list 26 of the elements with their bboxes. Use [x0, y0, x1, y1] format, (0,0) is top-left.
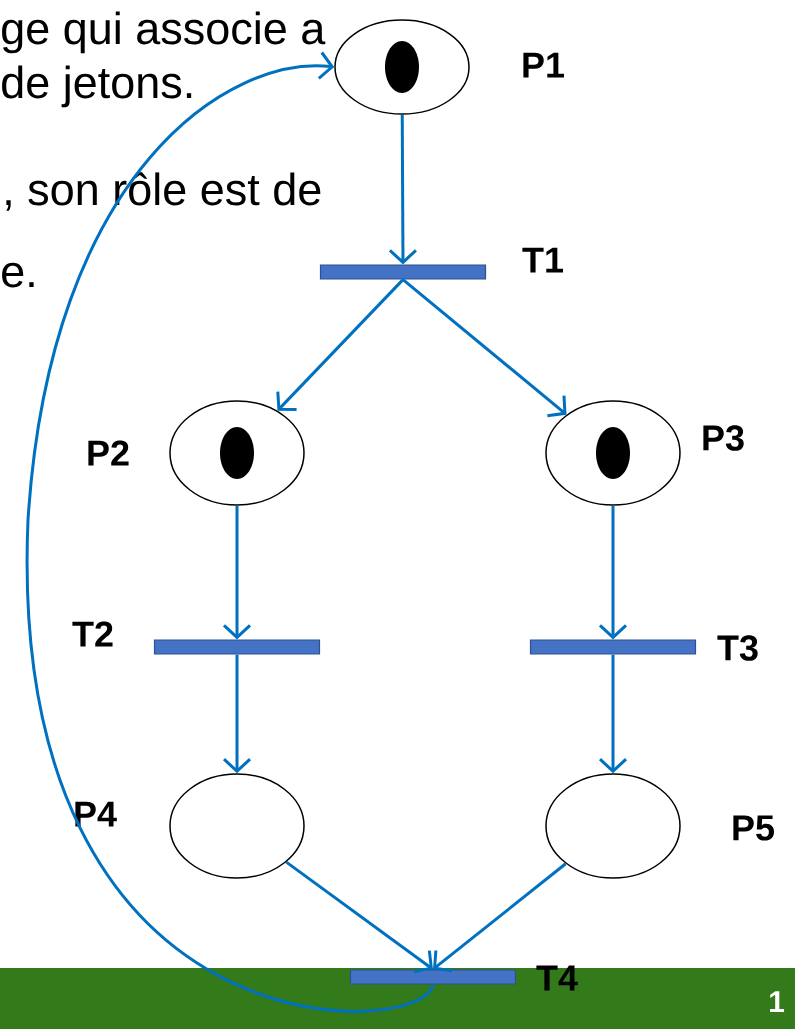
node-label: T4 — [536, 965, 578, 991]
token-dot — [385, 41, 419, 93]
node-label: P5 — [733, 815, 774, 841]
arrow — [599, 505, 627, 640]
node-label: P1 — [523, 52, 564, 78]
page-number: 1 — [770, 991, 785, 1012]
arrow — [402, 278, 567, 418]
arrow — [223, 654, 251, 774]
node-label: P4 — [75, 801, 117, 827]
arrow — [599, 654, 627, 774]
arrow — [388, 114, 417, 265]
arrow — [26, 51, 435, 1013]
node-label: T2 — [72, 621, 113, 647]
token-dot — [220, 427, 254, 479]
arrow — [276, 278, 405, 412]
node-label: T3 — [717, 635, 758, 661]
node-label: T1 — [522, 247, 563, 273]
arrow — [433, 862, 567, 973]
slide-text: e. — [2, 262, 34, 288]
slide-text: ge qui associe a — [2, 11, 326, 54]
node-label: P2 — [88, 440, 129, 466]
node-label: P3 — [703, 425, 744, 451]
arrow — [285, 860, 433, 974]
slide-text: de jetons. — [2, 65, 192, 108]
token-dot — [596, 427, 630, 479]
arrow — [223, 505, 251, 640]
